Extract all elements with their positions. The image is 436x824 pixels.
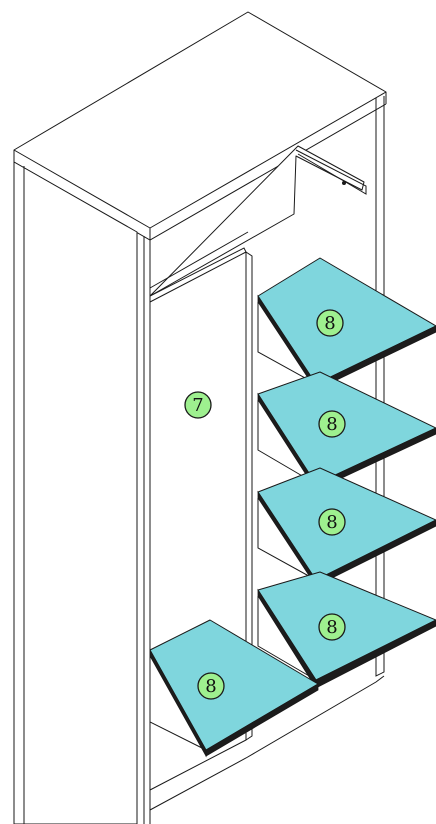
- shelf-1: [257, 257, 436, 392]
- shelf-3: [257, 467, 436, 588]
- shelf-4: [257, 571, 436, 690]
- left-side-panel: [13, 161, 138, 824]
- upper-fixed-shelf: [149, 145, 365, 297]
- shelf-2: [257, 371, 436, 492]
- callout-badge-shelf-4: 8: [318, 613, 346, 641]
- badge-label: 7: [192, 395, 203, 416]
- badge-circle: [184, 391, 212, 419]
- cam-hole: [342, 181, 346, 185]
- callout-badge-shelf-2: 8: [318, 410, 346, 438]
- badge-label: 8: [205, 676, 216, 697]
- callout-badge-shelf-1: 8: [316, 309, 344, 337]
- badge-label: 8: [326, 414, 337, 435]
- badge-circle: [316, 309, 344, 337]
- badge-circle: [318, 410, 346, 438]
- badge-circle: [318, 508, 346, 536]
- badge-circle: [318, 613, 346, 641]
- callout-badge-shelf-3: 8: [318, 508, 346, 536]
- badge-label: 8: [326, 512, 337, 533]
- callout-badge-7: 7: [184, 391, 212, 419]
- bottom-plinth: [149, 675, 385, 811]
- shelf-bottom: [149, 619, 319, 758]
- badge-label: 8: [324, 313, 335, 334]
- badge-label: 8: [326, 617, 337, 638]
- right-side-panel: [375, 96, 385, 677]
- badge-circle: [197, 672, 225, 700]
- callout-badge-shelf-bottom: 8: [197, 672, 225, 700]
